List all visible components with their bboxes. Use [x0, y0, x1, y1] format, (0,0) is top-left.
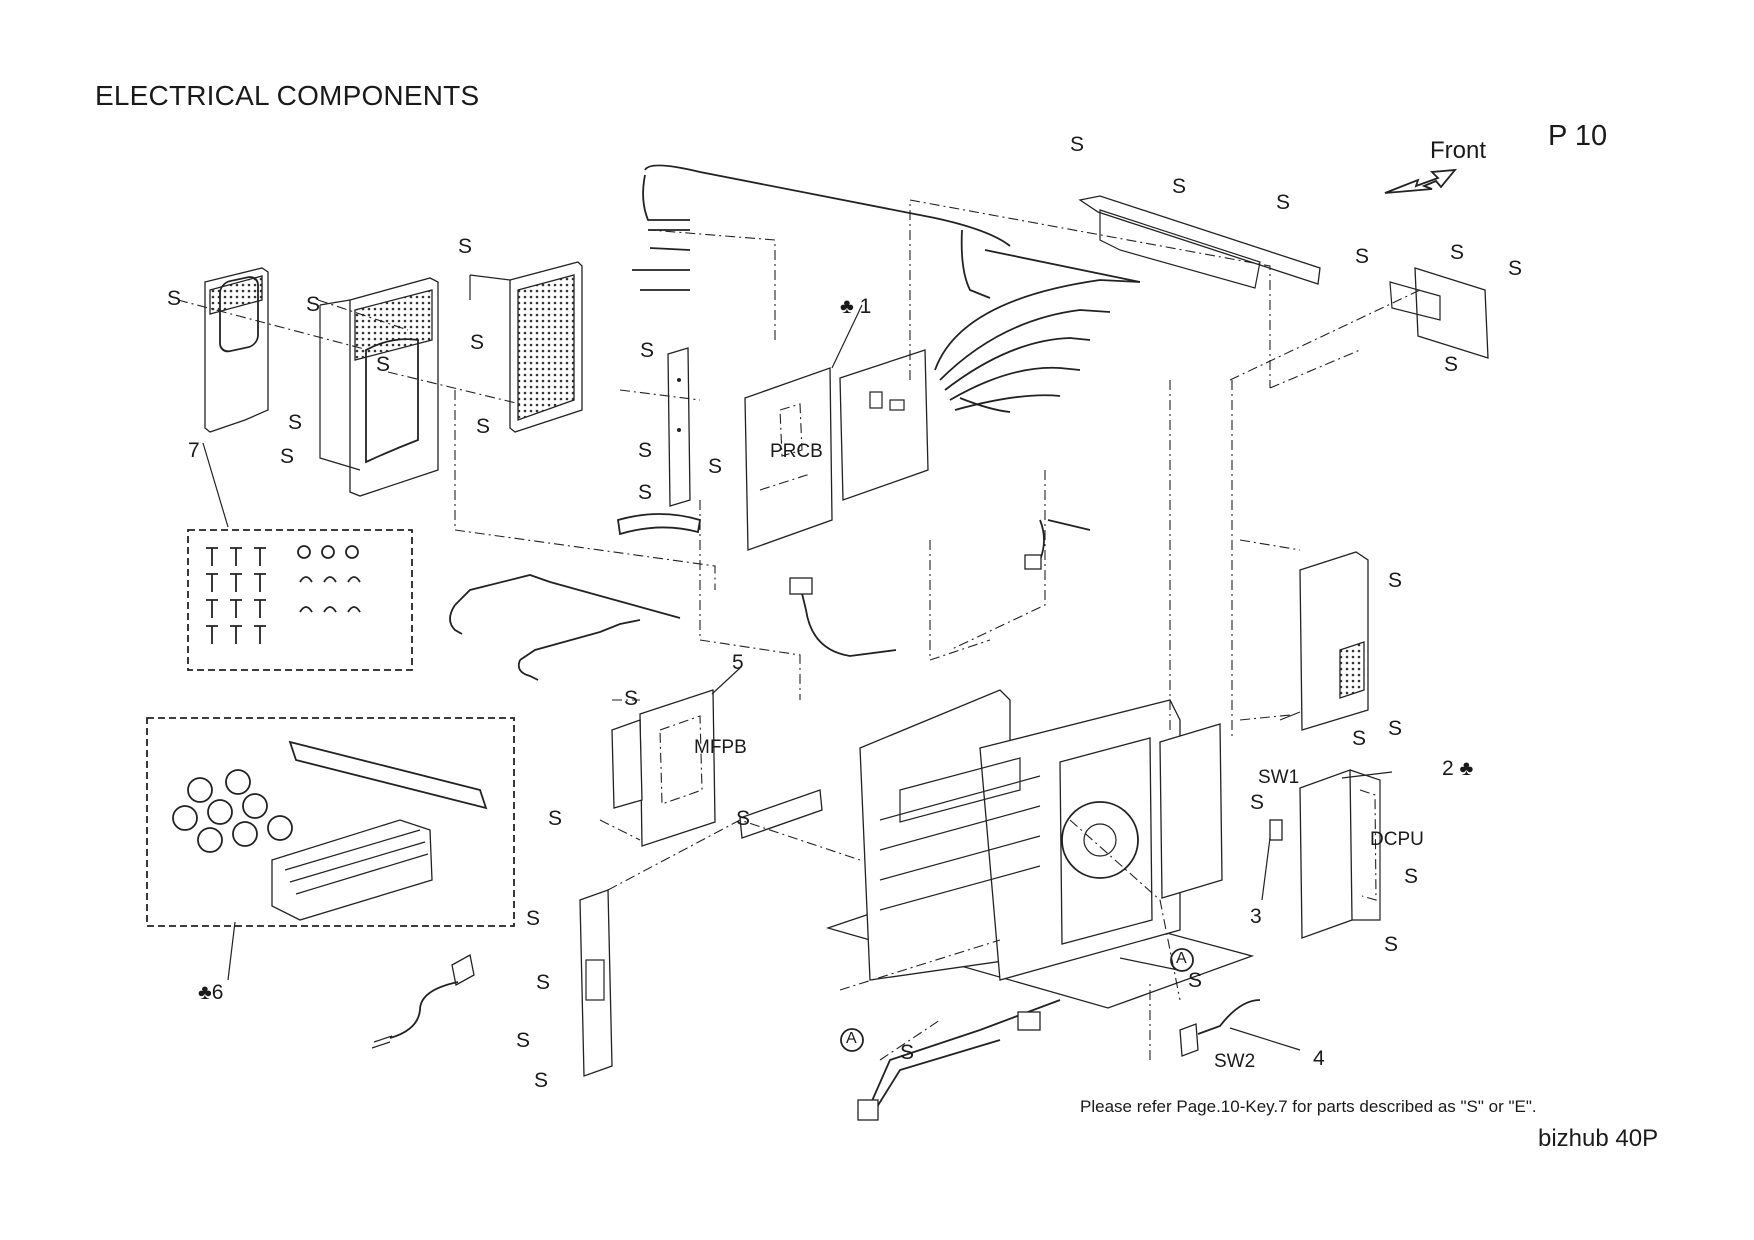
screw-marker: S: [736, 807, 751, 830]
screw-marker: S: [536, 971, 551, 994]
screw-marker: S: [516, 1029, 531, 1052]
dcpu-board: [1299, 769, 1381, 939]
screw-marker: S: [900, 1041, 915, 1064]
screw-marker: S: [638, 481, 653, 504]
screw-marker: S: [1070, 133, 1085, 156]
front-direction-label: Front: [1430, 137, 1487, 164]
screw-marker: S: [1355, 245, 1370, 268]
connector-a-letter: A: [1176, 950, 1187, 967]
callout-7: 7: [188, 439, 200, 462]
sw1-switch: [1269, 819, 1283, 841]
model-name: bizhub 40P: [1538, 1125, 1659, 1152]
mfpb-label: MFPB: [694, 737, 747, 758]
dcpu-label: DCPU: [1370, 829, 1424, 850]
callout-2: 2 ♣: [1442, 757, 1474, 780]
harness-left: [449, 574, 681, 681]
main-chassis: [739, 689, 1255, 1009]
connector-a-marker: [840, 1028, 864, 1052]
screw-marker: S: [526, 907, 541, 930]
screw-marker: S: [640, 339, 655, 362]
bracket-strip: [667, 347, 691, 507]
page-title: ELECTRICAL COMPONENTS: [95, 80, 480, 111]
screw-marker: S: [548, 807, 563, 830]
footnote: Please refer Page.10-Key.7 for parts des…: [1080, 1097, 1537, 1116]
screw-marker: S: [470, 331, 485, 354]
sw1-label: SW1: [1258, 767, 1300, 788]
connector-a-marker: [1170, 948, 1194, 972]
flat-cable: [616, 513, 702, 536]
screw-marker: S: [288, 411, 303, 434]
screw-marker: S: [624, 687, 639, 710]
callout-6: ♣6: [198, 981, 224, 1004]
screw-marker: S: [534, 1069, 549, 1092]
sw2-switch: [1179, 999, 1261, 1057]
screw-marker: S: [1404, 865, 1419, 888]
screw-marker: S: [167, 287, 182, 310]
callout-4: 4: [1313, 1047, 1325, 1070]
side-bracket: [1389, 267, 1489, 359]
screw-marker: S: [1352, 727, 1367, 750]
hdd-cage: [319, 277, 439, 497]
power-cord-icon: [371, 953, 475, 1049]
screw-marker: S: [306, 293, 321, 316]
screw-marker: S: [476, 415, 491, 438]
screw-marker: S: [1172, 175, 1187, 198]
screw-marker: S: [708, 455, 723, 478]
harness-bottom: [857, 999, 1061, 1121]
leader-lines: [177, 199, 1421, 1061]
screw-marker: S: [1450, 241, 1465, 264]
screw-marker: S: [1388, 569, 1403, 592]
psu-cover: [1279, 551, 1369, 731]
prcb-board: [744, 367, 833, 551]
harness-center: [789, 519, 1091, 657]
callout-1: ♣ 1: [840, 295, 872, 318]
screw-marker: S: [280, 445, 295, 468]
screw-set-icon: [206, 545, 361, 644]
kit-6-box: [146, 717, 515, 927]
screw-marker: S: [376, 353, 391, 376]
top-rail-bracket: [1078, 195, 1321, 289]
shield-plate: [469, 261, 583, 433]
screw-marker: S: [1508, 257, 1523, 280]
screw-marker: S: [1188, 969, 1203, 992]
callout-3: 3: [1250, 905, 1262, 928]
screw-marker: S: [1444, 353, 1459, 376]
screw-marker: S: [638, 439, 653, 462]
controller-board: [839, 349, 929, 501]
prcb-label: PRCB: [770, 441, 823, 462]
mfpb-cover-plate: [579, 889, 613, 1077]
sw2-label: SW2: [1214, 1051, 1256, 1072]
front-arrow-icon: [1384, 168, 1458, 194]
screw-marker: S: [1250, 791, 1265, 814]
page-number: P 10: [1548, 120, 1608, 152]
screw-marker: S: [458, 235, 473, 258]
screw-marker: S: [1276, 191, 1291, 214]
main-wire-harness: [632, 164, 1141, 413]
hdd-cover: [204, 267, 269, 433]
screw-marker: S: [1384, 933, 1399, 956]
mfpb-board: [611, 689, 716, 847]
callout-5: 5: [732, 651, 744, 674]
kit-7-box: [187, 529, 413, 671]
screw-marker: S: [1388, 717, 1403, 740]
roller-set-icon: [172, 740, 488, 921]
connector-a-letter: A: [846, 1030, 857, 1047]
